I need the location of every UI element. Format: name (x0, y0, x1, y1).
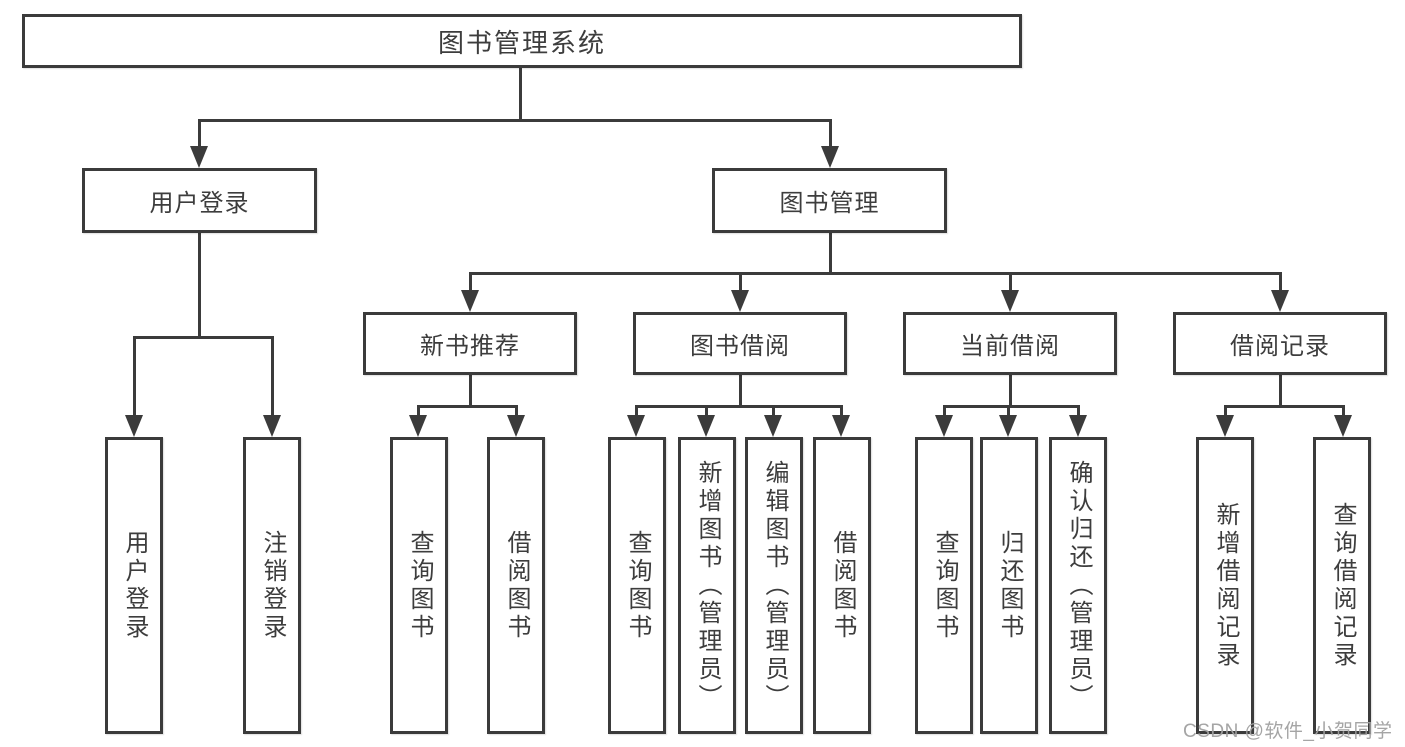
leaf-label: 查询借阅记录 (1329, 501, 1356, 670)
arrow-down-icon (125, 415, 143, 437)
leaf-add-borrow-record: 新增借阅记录 (1196, 437, 1254, 734)
node-current-borrowing: 当前借阅 (903, 312, 1117, 375)
node-library-management-system: 图书管理系统 (22, 14, 1022, 68)
connector-line (514, 405, 518, 421)
connector-line (468, 272, 472, 296)
node-label: 图书管理 (779, 190, 880, 217)
connector-line (839, 405, 843, 421)
leaf-label: 查询图书 (406, 529, 433, 642)
arrow-down-icon (697, 415, 715, 437)
connector-line (1341, 405, 1345, 421)
node-label: 图书借阅 (690, 333, 790, 360)
leaf-label: 用户登录 (121, 529, 148, 642)
leaf-query-books-recommend: 查询图书 (390, 437, 448, 734)
leaf-label: 注销登录 (259, 529, 286, 642)
arrow-down-icon (190, 146, 208, 168)
arrow-down-icon (764, 415, 782, 437)
leaf-user-login: 用户登录 (105, 437, 163, 734)
leaf-borrow-books: 借阅图书 (813, 437, 871, 734)
arrow-down-icon (999, 415, 1017, 437)
connector-line (635, 405, 842, 408)
arrow-down-icon (461, 290, 479, 312)
node-user-login: 用户登录 (82, 168, 317, 233)
node-label: 当前借阅 (960, 333, 1060, 360)
connector-line (738, 272, 742, 296)
connector-line (704, 405, 708, 421)
connector-line (828, 119, 832, 152)
connector-line (197, 119, 201, 152)
connector-line (634, 405, 638, 421)
leaf-label: 查询图书 (931, 529, 958, 642)
connector-line (738, 375, 742, 408)
node-borrowing-records: 借阅记录 (1173, 312, 1387, 375)
arrow-down-icon (821, 146, 839, 168)
arrow-down-icon (1001, 290, 1019, 312)
node-label: 图书管理系统 (437, 27, 606, 58)
connector-line (197, 233, 201, 339)
leaf-label: 借阅图书 (829, 529, 856, 642)
leaf-add-books-admin: 新增图书（管理员） (678, 437, 736, 734)
connector-line (133, 336, 273, 339)
leaf-query-books-borrowing: 查询图书 (608, 437, 666, 734)
connector-line (1008, 272, 1012, 296)
arrow-down-icon (935, 415, 953, 437)
connector-line (1224, 405, 1344, 408)
node-label: 用户登录 (149, 190, 250, 217)
connector-line (1008, 375, 1012, 408)
leaf-edit-books-admin: 编辑图书（管理员） (745, 437, 803, 734)
connector-line (417, 405, 517, 408)
arrow-down-icon (507, 415, 525, 437)
leaf-label: 新增图书（管理员） (694, 459, 721, 712)
node-book-borrowing: 图书借阅 (633, 312, 847, 375)
csdn-watermark: CSDN @软件_小贺同学 (1183, 721, 1393, 742)
leaf-label: 确认归还（管理员） (1065, 459, 1092, 712)
connector-line (1278, 272, 1282, 296)
leaf-confirm-return-admin: 确认归还（管理员） (1049, 437, 1107, 734)
arrow-down-icon (832, 415, 850, 437)
arrow-down-icon (627, 415, 645, 437)
connector-line (1278, 375, 1282, 408)
connector-line (828, 233, 832, 275)
leaf-return-books: 归还图书 (980, 437, 1038, 734)
connector-line (270, 336, 274, 421)
arrow-down-icon (409, 415, 427, 437)
leaf-label: 归还图书 (996, 529, 1023, 642)
connector-line (1076, 405, 1080, 421)
arrow-down-icon (1216, 415, 1234, 437)
leaf-borrow-books-recommend: 借阅图书 (487, 437, 545, 734)
node-label: 借阅记录 (1230, 333, 1330, 360)
connector-line (771, 405, 775, 421)
leaf-label: 借阅图书 (503, 529, 530, 642)
arrow-down-icon (1271, 290, 1289, 312)
connector-line (132, 336, 136, 421)
leaf-query-borrow-record: 查询借阅记录 (1313, 437, 1371, 734)
connector-line (416, 405, 420, 421)
leaf-label: 查询图书 (624, 529, 651, 642)
connector-line (468, 375, 472, 408)
leaf-label: 新增借阅记录 (1212, 501, 1239, 670)
node-label: 新书推荐 (420, 333, 520, 360)
arrow-down-icon (263, 415, 281, 437)
connector-line (1223, 405, 1227, 421)
leaf-logout: 注销登录 (243, 437, 301, 734)
arrow-down-icon (1334, 415, 1352, 437)
connector-line (518, 68, 522, 122)
node-book-management: 图书管理 (712, 168, 947, 233)
arrow-down-icon (731, 290, 749, 312)
node-new-book-recommendation: 新书推荐 (363, 312, 577, 375)
connector-line (469, 272, 1282, 275)
arrow-down-icon (1069, 415, 1087, 437)
connector-line (943, 405, 1079, 408)
leaf-label: 编辑图书（管理员） (761, 459, 788, 712)
connector-line (198, 119, 832, 122)
connector-line (1006, 405, 1010, 421)
leaf-query-books-current: 查询图书 (915, 437, 973, 734)
connector-line (942, 405, 946, 421)
